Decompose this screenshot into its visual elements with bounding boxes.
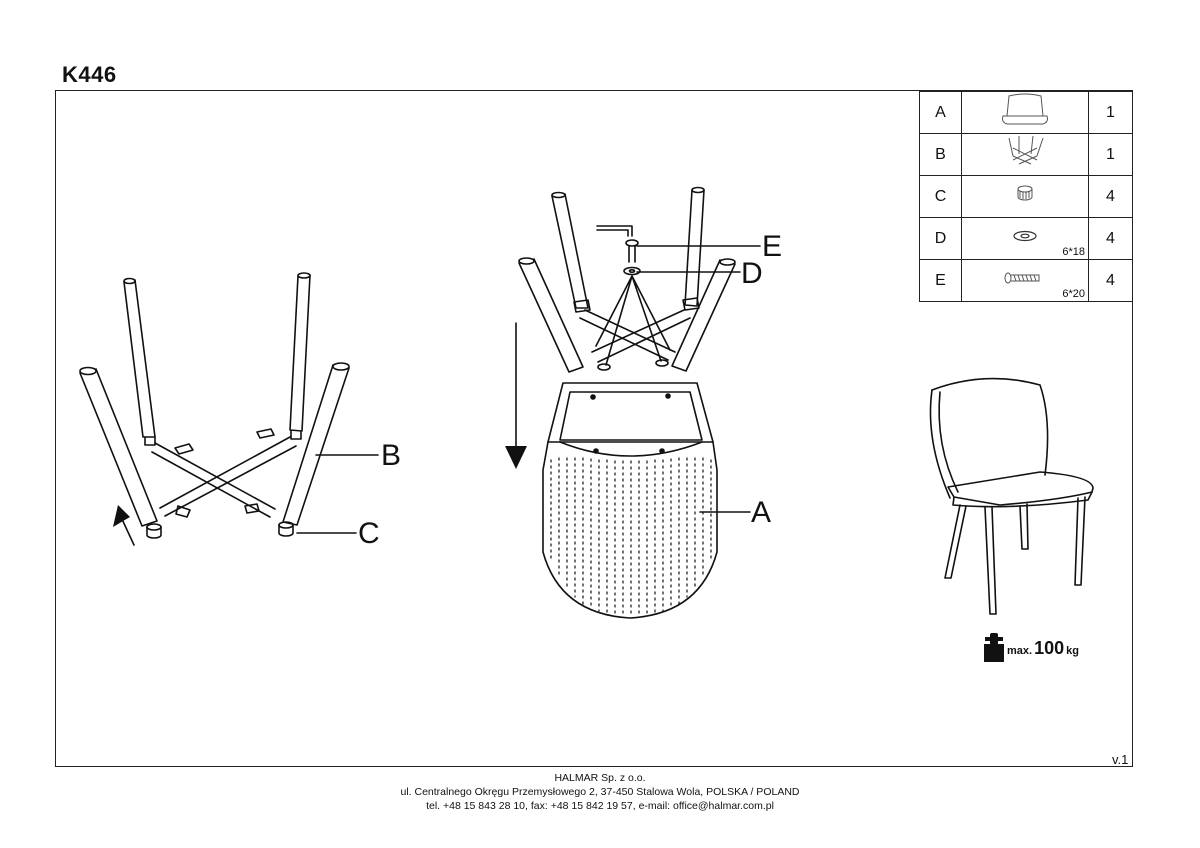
leg-frame-icon <box>1008 135 1044 165</box>
model-title: K446 <box>62 62 117 87</box>
part-quantity: 4 <box>1088 175 1133 218</box>
part-letter: C <box>919 175 962 218</box>
max-load-value: 100 <box>1034 638 1065 658</box>
label-e: E <box>762 230 782 263</box>
leg-frame-drawing <box>79 272 350 546</box>
part-dimension: 6*18 <box>1062 246 1085 258</box>
version-label: v.1 <box>1112 752 1129 767</box>
seat-texture <box>550 457 712 616</box>
label-c: C <box>358 517 380 550</box>
assembled-chair-drawing <box>929 377 1094 615</box>
bolt-icon <box>1004 272 1040 284</box>
parts-row: D 6*18 4 <box>919 217 1133 260</box>
parts-row: C 4 <box>919 175 1133 218</box>
part-letter: A <box>919 91 962 134</box>
parts-row: E 6*20 4 <box>919 259 1133 302</box>
label-a: A <box>751 496 771 529</box>
part-quantity: 1 <box>1088 91 1133 134</box>
part-letter: B <box>919 133 962 176</box>
part-picture: 6*20 <box>961 259 1089 302</box>
part-picture <box>961 175 1089 218</box>
part-quantity: 4 <box>1088 259 1133 302</box>
instruction-frame <box>55 90 1133 767</box>
part-quantity: 1 <box>1088 133 1133 176</box>
part-picture <box>961 133 1089 176</box>
label-d: D <box>741 257 763 290</box>
max-load-label: max. 100 kg <box>1007 638 1079 659</box>
weight-icon <box>984 633 1004 662</box>
foot-cap-icon <box>1017 185 1033 201</box>
label-b: B <box>381 439 401 472</box>
part-letter: D <box>919 217 962 260</box>
washer-icon <box>1013 230 1037 242</box>
max-load-prefix: max. <box>1007 645 1033 657</box>
parts-list-table: A 1 B 1 C <box>919 91 1133 302</box>
footer-company: HALMAR Sp. z o.o. <box>554 772 646 784</box>
chair-seat-icon <box>1002 93 1048 125</box>
footer: HALMAR Sp. z o.o. ul. Centralnego Okręgu… <box>0 771 1200 813</box>
part-picture <box>961 91 1089 134</box>
part-quantity: 4 <box>1088 217 1133 260</box>
footer-contact: tel. +48 15 843 28 10, fax: +48 15 842 1… <box>426 800 774 812</box>
frame-exploded-drawing <box>515 186 736 453</box>
part-letter: E <box>919 259 962 302</box>
seat-exploded-drawing <box>542 382 718 619</box>
part-picture: 6*18 <box>961 217 1089 260</box>
parts-row: B 1 <box>919 133 1133 176</box>
part-dimension: 6*20 <box>1062 288 1085 300</box>
footer-address: ul. Centralnego Okręgu Przemysłowego 2, … <box>400 786 800 798</box>
parts-row: A 1 <box>919 91 1133 134</box>
max-load-unit: kg <box>1066 645 1079 657</box>
